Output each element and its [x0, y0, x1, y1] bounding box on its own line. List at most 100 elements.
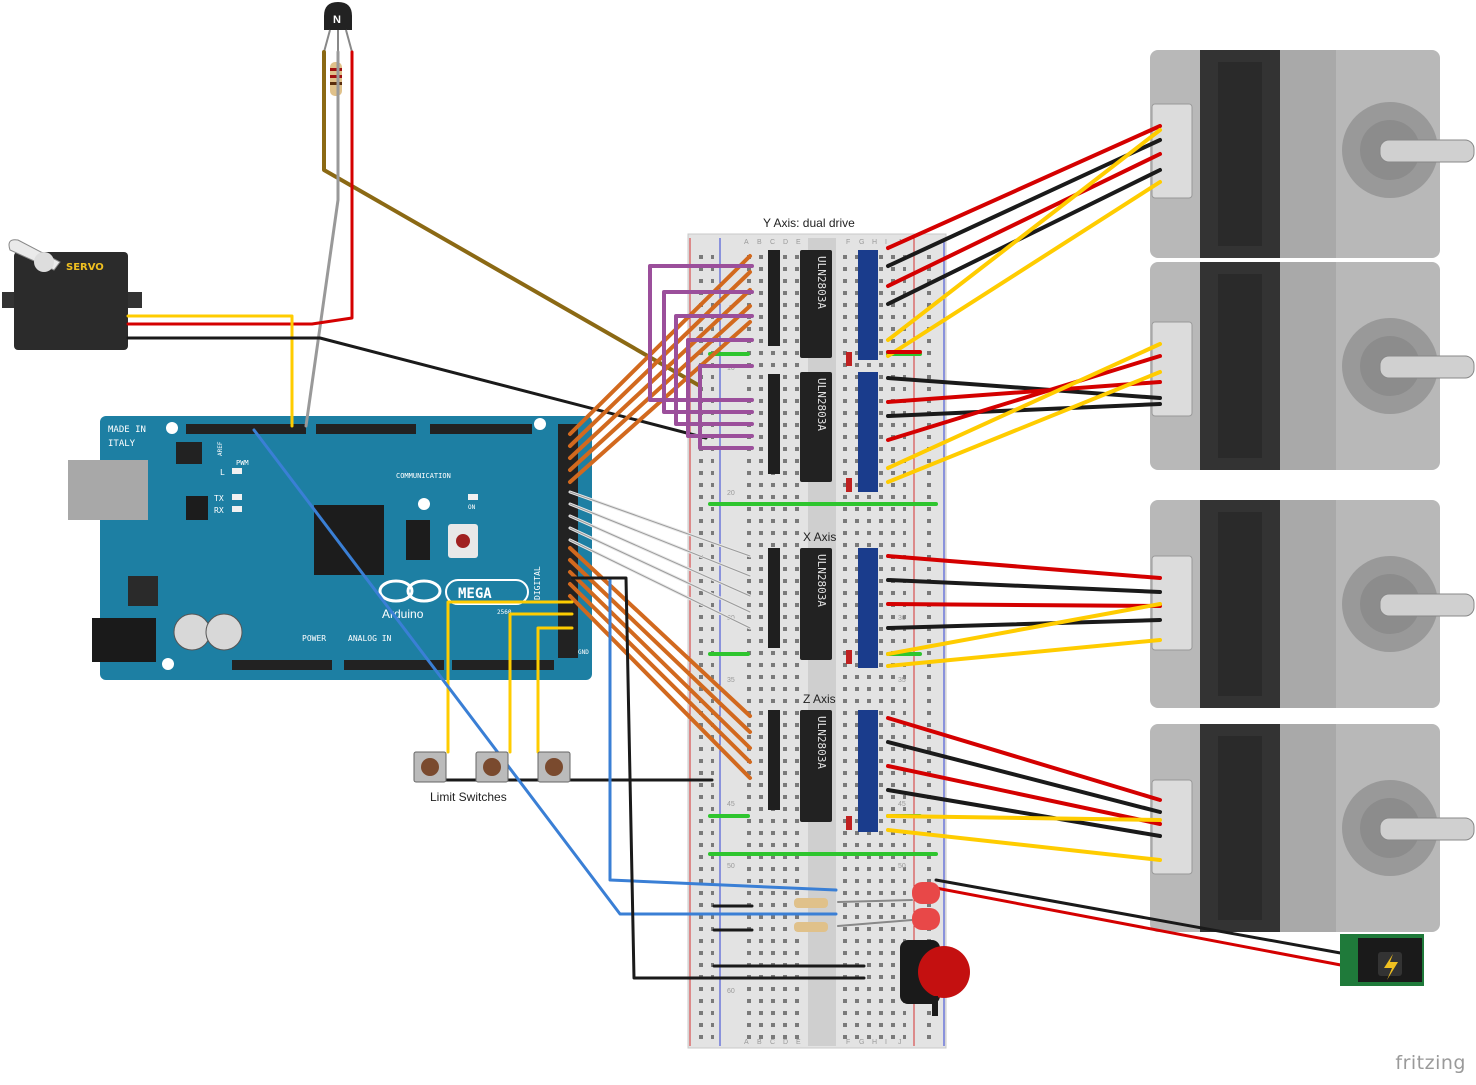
limit-switches — [413, 751, 571, 783]
motor-coil-wire — [886, 638, 1162, 668]
purple-jumper-wire — [674, 314, 754, 426]
col-letter: I — [885, 1039, 887, 1046]
transistor — [323, 2, 353, 53]
wires — [126, 50, 1348, 980]
chip-label-x: ULN2803A — [815, 554, 828, 607]
orange-control-wire — [568, 558, 752, 734]
chip-label-z: ULN2803A — [815, 716, 828, 769]
col-letter: F — [846, 239, 850, 246]
motor-coil-wire — [886, 788, 1162, 838]
motor-coil-wire — [886, 354, 1162, 442]
limit-switch-wire — [446, 600, 574, 754]
model-label: MEGA — [458, 586, 492, 602]
breadboard-column-letters: A B C D E F G H I J A B C D E F G H I J — [744, 239, 902, 1046]
col-letter: H — [872, 1039, 877, 1046]
col-letter: C — [770, 239, 775, 246]
row-number: 35 — [727, 677, 735, 684]
motor-coil-wire — [886, 180, 1162, 358]
motor-coil-wire — [886, 764, 1162, 826]
led-resistors — [794, 898, 828, 932]
motor-coil-wire — [886, 602, 1162, 608]
button-wire — [570, 576, 866, 980]
motor-coil-wire — [886, 716, 1162, 802]
led-lead — [837, 919, 913, 927]
chip-label-y2: ULN2803A — [815, 378, 828, 431]
col-letter: A — [744, 1039, 749, 1046]
motor-coil-wire — [886, 828, 1162, 862]
col-letter: G — [859, 239, 864, 246]
orange-control-wire — [568, 270, 752, 448]
row-number: 10 — [727, 365, 735, 372]
base-resistor — [330, 62, 342, 96]
on-label: ON — [468, 504, 476, 511]
servo-signal-wire — [126, 314, 294, 428]
gray-wire — [304, 50, 340, 428]
arduino-mega-board — [68, 416, 592, 680]
orange-control-wire — [568, 254, 752, 436]
orange-control-wire — [568, 594, 752, 780]
power-wire — [934, 878, 1348, 956]
motor-coil-wire — [886, 138, 1162, 268]
power-label: POWER — [302, 634, 326, 643]
arduino-labels: MADE IN ITALY PWM L TX RX ON COMMUNICATI… — [108, 425, 589, 656]
col-letter: D — [783, 1039, 788, 1046]
led-lead — [837, 899, 913, 903]
y-axis-label: Y Axis: dual drive — [763, 216, 855, 230]
motor-coil-wire — [886, 402, 1162, 418]
col-letter: J — [898, 1039, 902, 1046]
motor-coil-wire — [886, 152, 1162, 288]
maker-label: Arduino — [382, 607, 424, 621]
motor-coil-wire — [886, 124, 1162, 250]
motor-coil-wire — [886, 814, 1162, 822]
motor-coil-wire — [886, 578, 1162, 594]
driver-chips — [768, 250, 878, 832]
rx-label: RX — [214, 506, 224, 515]
power-jack — [1340, 934, 1424, 986]
orange-control-wire — [568, 304, 752, 472]
digital-label: DIGITAL — [533, 566, 542, 600]
row-number: 30 — [898, 615, 906, 622]
col-letter: D — [783, 239, 788, 246]
white-control-wire-edge — [569, 491, 751, 557]
aref-label: AREF — [217, 441, 224, 456]
pwm-label: PWM — [236, 459, 249, 467]
variant-label: 2560 — [497, 609, 512, 616]
chip-labels: ULN2803A ULN2803A ULN2803A ULN2803A — [815, 256, 828, 769]
col-letter: E — [796, 1039, 801, 1046]
servo — [2, 239, 142, 350]
motor-coil-wire — [886, 380, 1162, 404]
purple-jumper-wire — [662, 290, 754, 414]
stepper-motor-3 — [1150, 500, 1475, 708]
orange-control-wire — [568, 570, 752, 750]
col-letter: I — [885, 239, 887, 246]
stepper-motor-4 — [1150, 724, 1475, 932]
motor-coil-wire — [886, 602, 1162, 656]
motor-coil-wire — [886, 376, 1162, 400]
motor-coil-wire — [886, 370, 1162, 484]
communication-label: COMMUNICATION — [396, 472, 451, 480]
row-number: 45 — [898, 801, 906, 808]
made-in-label: MADE IN — [108, 425, 146, 435]
orange-control-wire — [568, 582, 752, 764]
orange-control-wire — [568, 546, 752, 718]
col-letter: H — [872, 239, 877, 246]
col-letter: A — [744, 239, 749, 246]
purple-jumper-wire — [686, 338, 754, 438]
transistor-label: N — [333, 14, 341, 26]
purple-jumper-wire — [698, 364, 754, 450]
motor-coil-wire — [886, 554, 1162, 580]
italy-label: ITALY — [108, 439, 136, 449]
col-letter: G — [859, 1039, 864, 1046]
white-control-wire-edge — [569, 515, 751, 597]
chip-label-y1: ULN2803A — [815, 256, 828, 309]
stop-button — [900, 940, 970, 1016]
x-axis-label: X Axis — [803, 530, 837, 544]
servo-label: SERVO — [66, 262, 104, 273]
white-control-wire-edge — [569, 539, 751, 629]
stepper-motor-2 — [1150, 262, 1475, 470]
analog-in-label: ANALOG IN — [348, 634, 392, 643]
power-wire — [934, 886, 1348, 968]
row-number: 35 — [898, 677, 906, 684]
